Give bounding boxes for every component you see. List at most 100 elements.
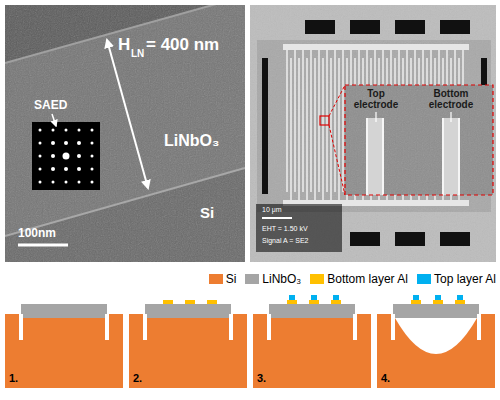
- legend-item: Si: [209, 272, 237, 286]
- scale-bar: [262, 217, 292, 219]
- text-label: 4.: [381, 372, 390, 384]
- trench: [229, 314, 233, 340]
- idt-finger: [342, 50, 344, 192]
- leader-arrow: [52, 114, 56, 126]
- bus-bar: [283, 44, 469, 50]
- text-label: 10 μm: [262, 206, 282, 214]
- zoom-marker: [320, 116, 329, 125]
- text-label: LiNbO₃: [164, 132, 219, 150]
- legend-item: LiNbO₃: [245, 272, 301, 286]
- linbo3-layer: [145, 304, 231, 318]
- idt-finger: [334, 50, 336, 192]
- electrode-edge: [442, 118, 444, 195]
- sem-background: [250, 5, 496, 262]
- si-substrate: [233, 314, 247, 318]
- legend: Si LiNbO₃ Bottom layer Al Top layer Al: [200, 272, 496, 286]
- text-label: 100nm: [18, 227, 56, 240]
- inset-border: [345, 85, 493, 195]
- trench: [19, 314, 23, 340]
- text-label: Bottom electrode: [420, 88, 482, 110]
- linbo3-layer: [269, 304, 355, 318]
- idt-finger: [338, 58, 340, 200]
- tem-image: [5, 5, 245, 262]
- legend-swatch: [245, 274, 259, 284]
- tem-texture: [5, 5, 245, 262]
- legend-item: Top layer Al: [417, 272, 496, 286]
- cavity: [395, 318, 477, 354]
- thickness-arrow: [107, 40, 148, 188]
- legend-text: Si: [226, 272, 237, 286]
- bottom-electrode: [309, 300, 319, 304]
- top-electrode: [311, 295, 317, 300]
- top-electrode: [457, 295, 463, 300]
- si-substrate: [129, 314, 143, 318]
- idt-finger: [310, 50, 312, 192]
- inset-texture: [345, 85, 493, 195]
- legend-text: Top layer Al: [434, 272, 496, 286]
- text-label: 2.: [133, 372, 142, 384]
- sem-texture: [250, 5, 496, 262]
- legend-text: LiNbO₃: [262, 272, 301, 286]
- si-substrate: [357, 314, 371, 318]
- idt-finger: [302, 50, 304, 192]
- trench: [391, 314, 395, 340]
- text-label: SAED: [34, 99, 67, 112]
- sem-image: [250, 5, 496, 262]
- legend-swatch: [310, 274, 324, 284]
- si-substrate: [5, 314, 19, 318]
- text-label: EHT = 1.50 kV: [262, 225, 308, 233]
- text-label: = 400 nm: [146, 36, 219, 55]
- electrode: [368, 118, 382, 195]
- linbo3-layer: [21, 304, 107, 318]
- trench: [143, 314, 147, 340]
- zoom-line: [329, 85, 345, 116]
- trench: [105, 314, 109, 340]
- trench: [353, 314, 357, 340]
- text-label: LN: [131, 48, 144, 59]
- leader-line: [375, 112, 376, 122]
- electrode-edge: [366, 118, 368, 195]
- si-substrate: [253, 314, 267, 318]
- cross-section: [5, 304, 123, 388]
- top-electrode: [333, 295, 339, 300]
- legend-item: Bottom layer Al: [310, 272, 408, 286]
- tem-background: [5, 5, 245, 262]
- bottom-electrode: [287, 300, 297, 304]
- interface-line: [5, 5, 245, 63]
- top-electrode: [289, 295, 295, 300]
- electrode-edge: [458, 118, 460, 195]
- idt-finger: [294, 50, 296, 192]
- electrode: [444, 118, 458, 195]
- info-panel: [256, 204, 342, 252]
- linbo3-layer: [393, 304, 479, 318]
- text-label: H: [118, 36, 130, 55]
- bottom-electrode: [455, 300, 465, 304]
- bottom-electrode: [331, 300, 341, 304]
- idt-finger: [330, 58, 332, 200]
- scale-bar: [18, 244, 68, 247]
- process-steps: [5, 295, 495, 388]
- text-label: 3.: [257, 372, 266, 384]
- idt-finger: [322, 58, 324, 200]
- legend-swatch: [209, 274, 223, 284]
- idt-finger: [458, 58, 460, 200]
- text-label: Si: [200, 205, 214, 222]
- legend-swatch: [417, 274, 431, 284]
- text-label: Signal A = SE2: [262, 237, 309, 245]
- idt-finger: [286, 50, 288, 192]
- bottom-electrode: [207, 300, 217, 304]
- si-substrate: [377, 314, 391, 318]
- trench: [267, 314, 271, 340]
- idt-finger: [290, 58, 292, 200]
- idt-finger: [298, 58, 300, 200]
- cross-section: [377, 295, 495, 388]
- zoom-inset: [345, 85, 493, 195]
- bottom-electrode: [185, 300, 195, 304]
- text-label: Top electrode: [350, 88, 402, 110]
- idt-finger: [442, 58, 444, 200]
- diffraction-spots: [39, 129, 94, 184]
- electrode-edge: [382, 118, 384, 195]
- idt-finger: [326, 50, 328, 192]
